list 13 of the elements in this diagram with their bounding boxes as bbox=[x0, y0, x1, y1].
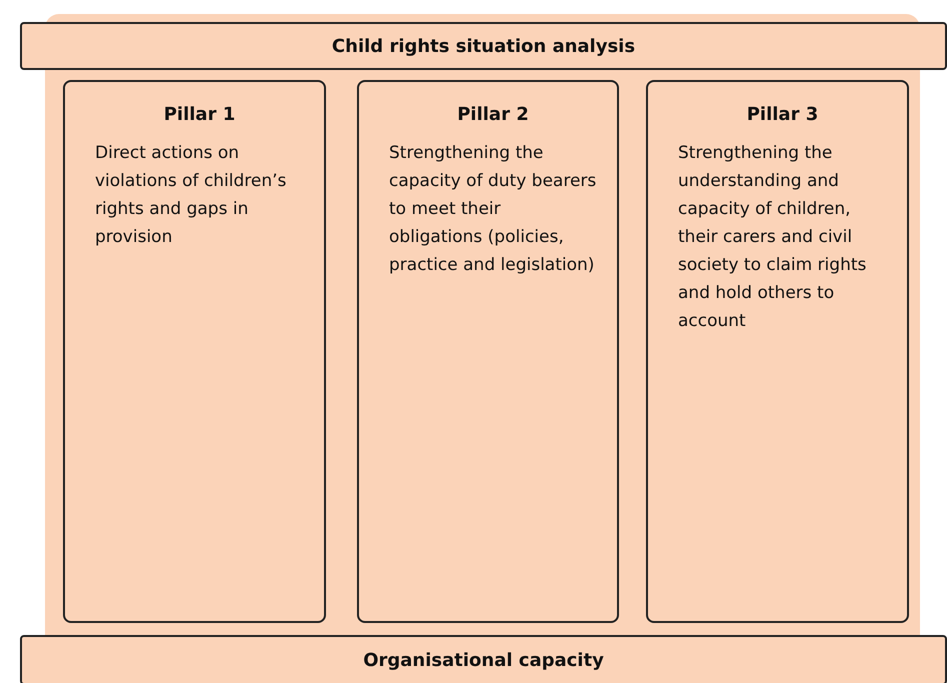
header-bar bbox=[20, 22, 947, 70]
pillar-heading: Pillar 1 bbox=[162, 104, 236, 125]
pillar-panel bbox=[646, 80, 909, 623]
pillar-description: Strengthening the understanding and capacity of children, their carers and civil society to claim rights and hold others to account bbox=[678, 142, 868, 333]
pillar-heading: Pillar 2 bbox=[456, 104, 530, 125]
pillar-description: Direct actions on violations of children’s rights and gaps in provision bbox=[95, 142, 288, 249]
header-bar bbox=[20, 635, 947, 683]
bar-title: Child rights situation analysis bbox=[332, 36, 636, 56]
pillar-heading: Pillar 3 bbox=[746, 104, 820, 125]
pillar-panel bbox=[357, 80, 619, 623]
pillar-description: Strengthening the capacity of duty bearers to meet their obligations (policies, practice and legislation) bbox=[389, 142, 597, 277]
bar-title: Organisational capacity bbox=[363, 650, 604, 670]
pillar-panel bbox=[63, 80, 326, 623]
